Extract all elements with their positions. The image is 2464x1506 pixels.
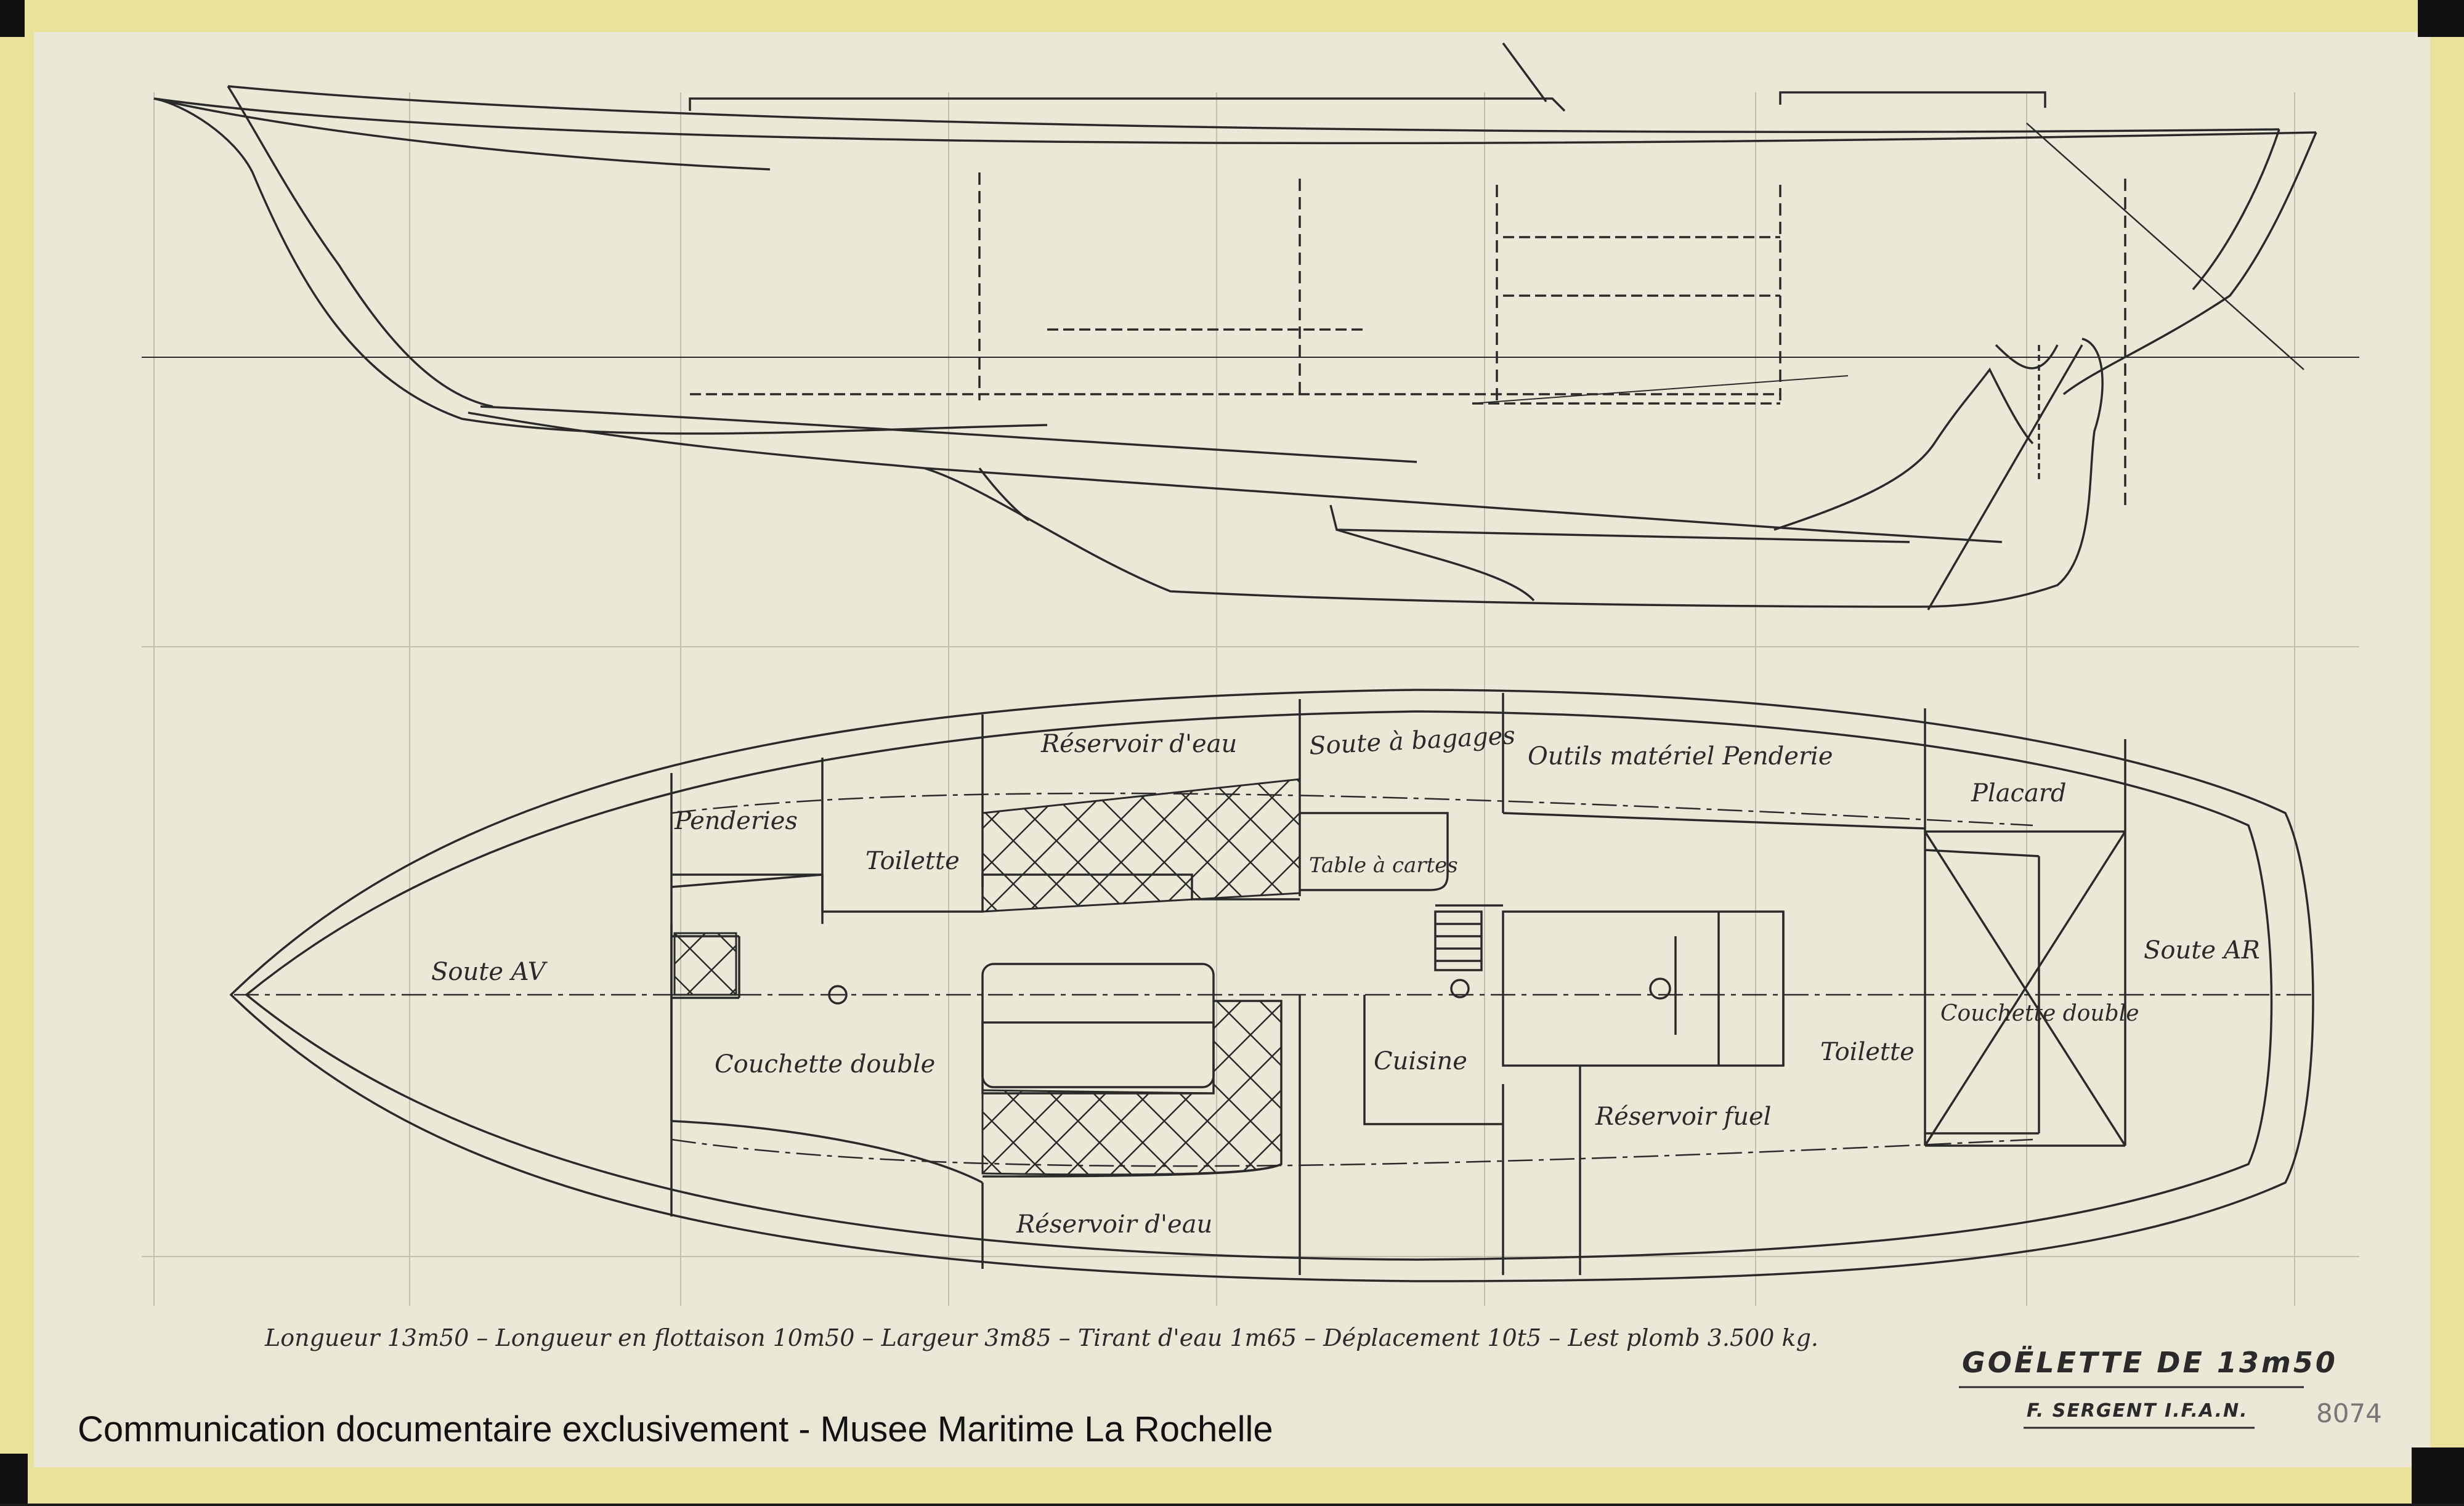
room-label-outils: Outils matériel Penderie (1528, 742, 1833, 771)
designer-signature: F. SERGENT I.F.A.N. (2027, 1400, 2248, 1422)
room-label-table-cartes: Table à cartes (1309, 853, 1458, 878)
corner-clip (0, 1454, 28, 1504)
fwd-locker-hatch (673, 932, 737, 996)
hull-profile (142, 42, 2359, 610)
room-label-reservoir-eau-bottom: Réservoir d'eau (1016, 1210, 1213, 1239)
room-label-couchette-fwd: Couchette double (715, 1050, 936, 1079)
drawing-number: 8074 (2316, 1398, 2382, 1428)
corner-clip (0, 0, 25, 37)
room-label-cuisine: Cuisine (1374, 1047, 1467, 1075)
room-label-soute-av: Soute AV (431, 958, 546, 986)
corner-clip (2412, 1447, 2464, 1504)
room-label-toilette-aft: Toilette (1820, 1038, 1915, 1066)
spec-line: Longueur 13m50 – Longueur en flottaison … (265, 1324, 1818, 1351)
room-label-placard: Placard (1971, 779, 2067, 808)
corner-clip (2418, 0, 2464, 37)
room-label-penderie-fwd: Penderies (675, 807, 798, 835)
room-label-reservoir-fuel: Réservoir fuel (1595, 1103, 1772, 1131)
hull-plan (229, 689, 2316, 1282)
room-label-reservoir-eau-top: Réservoir d'eau (1041, 730, 1238, 758)
water-tank-starboard (981, 1000, 1283, 1176)
room-label-couchette-aft: Couchette double (1940, 1001, 2139, 1026)
room-label-soute-ar: Soute AR (2144, 936, 2260, 965)
room-label-toilette-fwd: Toilette (865, 847, 960, 875)
watermark-text: Communication documentaire exclusivement… (74, 1407, 1277, 1451)
water-tank-port (981, 778, 1301, 913)
drawing-title: GOËLETTE DE 13m50 (1962, 1346, 2338, 1379)
paper (34, 32, 2430, 1467)
